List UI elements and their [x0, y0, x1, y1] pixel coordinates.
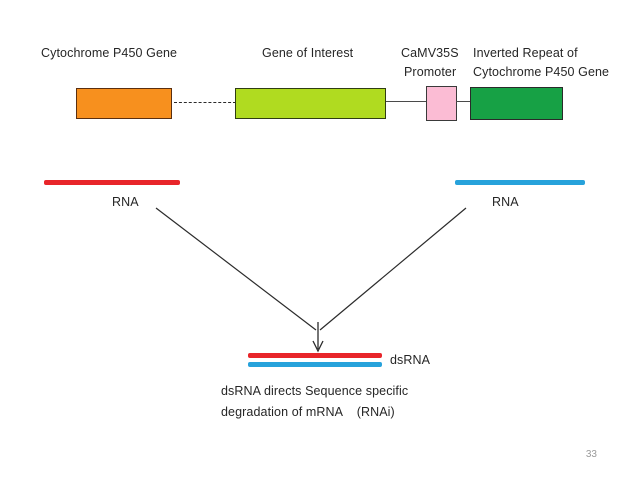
right-rna-strand — [455, 180, 585, 185]
cytochrome-p450-gene-box — [76, 88, 172, 119]
label-inverted-repeat-line1: Inverted Repeat of — [473, 46, 578, 60]
connector-promoter-to-repeat — [456, 101, 471, 102]
inverted-repeat-box — [470, 87, 563, 120]
dashed-connector — [174, 102, 236, 103]
label-right-rna: RNA — [492, 195, 519, 209]
camv35s-promoter-box — [426, 86, 457, 121]
connector-gene-to-promoter — [386, 101, 427, 102]
caption-line2: degradation of mRNA (RNAi) — [221, 405, 395, 419]
dsrna-sense-strand — [248, 353, 382, 358]
label-camv35s-promoter-line2: Promoter — [404, 65, 457, 79]
dsrna-antisense-strand — [248, 362, 382, 367]
label-left-rna: RNA — [112, 195, 139, 209]
label-cytochrome-p450-gene: Cytochrome P450 Gene — [41, 46, 178, 60]
label-gene-of-interest: Gene of Interest — [262, 46, 354, 60]
caption-line1: dsRNA directs Sequence specific — [221, 384, 409, 398]
label-dsrna: dsRNA — [390, 353, 431, 367]
left-rna-strand — [44, 180, 180, 185]
label-inverted-repeat-line2: Cytochrome P450 Gene — [473, 65, 610, 79]
page-number: 33 — [585, 449, 597, 460]
label-camv35s-promoter-line1: CaMV35S — [401, 46, 459, 60]
gene-of-interest-box — [235, 88, 386, 119]
